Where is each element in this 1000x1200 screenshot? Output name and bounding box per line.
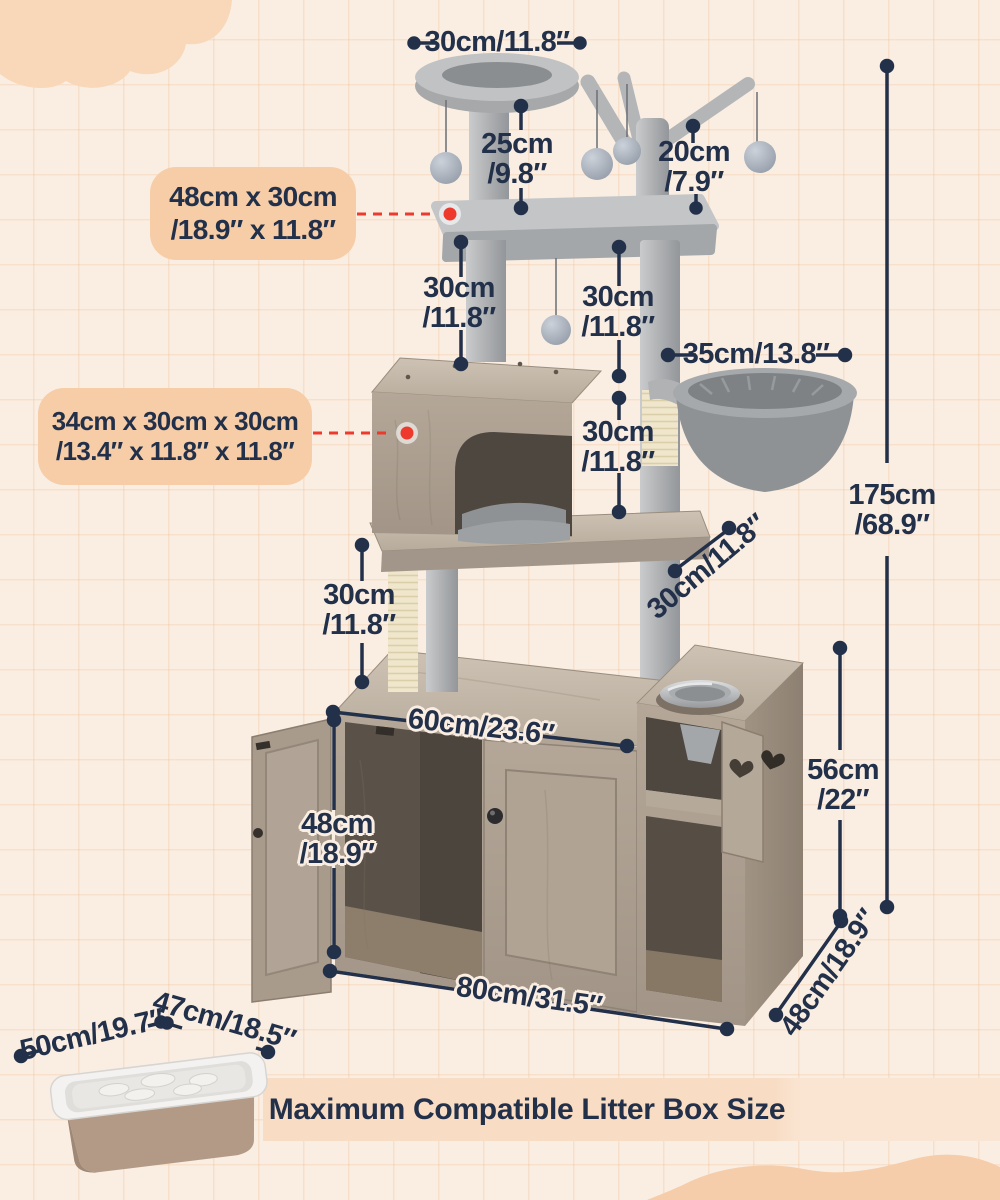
dim-label-branch-toy-height: 20cm /7.9″	[658, 135, 730, 198]
dim-label-lower-post-height: 30cm /11.8″	[322, 578, 396, 641]
plush-post	[426, 558, 458, 692]
sisal-post-section	[642, 390, 678, 466]
dim-label-top-post-height: 25cm /9.8″	[481, 127, 553, 190]
callout-platform-size: 48cm x 30cm /18.9″ x 11.8″	[150, 167, 356, 260]
dim-label-hammock-diameter: 35cm/13.8″	[682, 337, 830, 370]
pompom-toy	[430, 152, 462, 184]
litter-box-banner-band	[263, 1078, 1000, 1141]
dim-label-mid-post-height: 30cm /11.8″	[581, 415, 655, 478]
dim-label-enclosure-inner-height: 48cm /18.9″	[299, 807, 375, 870]
heart-cutout	[729, 759, 754, 778]
dim-label-upper-right-post: 30cm /11.8″	[581, 280, 655, 343]
corner-blob-bottom-right	[647, 1154, 1000, 1200]
litter-box-banner-title: Maximum Compatible Litter Box Size	[268, 1093, 786, 1126]
pompom-toy	[541, 315, 571, 345]
pompom-toy	[613, 137, 641, 165]
callout-condo-size: 34cm x 30cm x 30cm /13.4″ x 11.8″ x 11.8…	[38, 388, 312, 485]
top-ring-perch	[415, 53, 579, 216]
door-hinge	[253, 828, 263, 838]
heart-cutout	[761, 750, 785, 770]
corner-blob-top-left	[0, 0, 232, 89]
dim-label-upper-left-post: 30cm /11.8″	[422, 271, 496, 334]
pompom-toy	[581, 148, 613, 180]
plush-post	[466, 240, 506, 362]
dimension-lines	[13, 36, 895, 1064]
dim-label-cabinet-height: 56cm /22″	[807, 753, 879, 816]
callout-connectors	[313, 212, 434, 435]
pompom-toy	[744, 141, 776, 173]
litter-box-illustration	[49, 1052, 268, 1173]
dim-label-top-perch-diameter: 30cm/11.8″	[424, 25, 571, 58]
sisal-post	[388, 558, 418, 692]
cabinet-right-tower	[635, 644, 805, 1026]
callout-target-dot	[396, 203, 461, 444]
dim-label-overall-height: 175cm /68.9″	[848, 478, 936, 541]
door-knob	[487, 808, 503, 824]
branch-toy	[580, 71, 776, 220]
cat-condo-cube	[370, 357, 603, 545]
hammock-basket	[648, 368, 857, 492]
